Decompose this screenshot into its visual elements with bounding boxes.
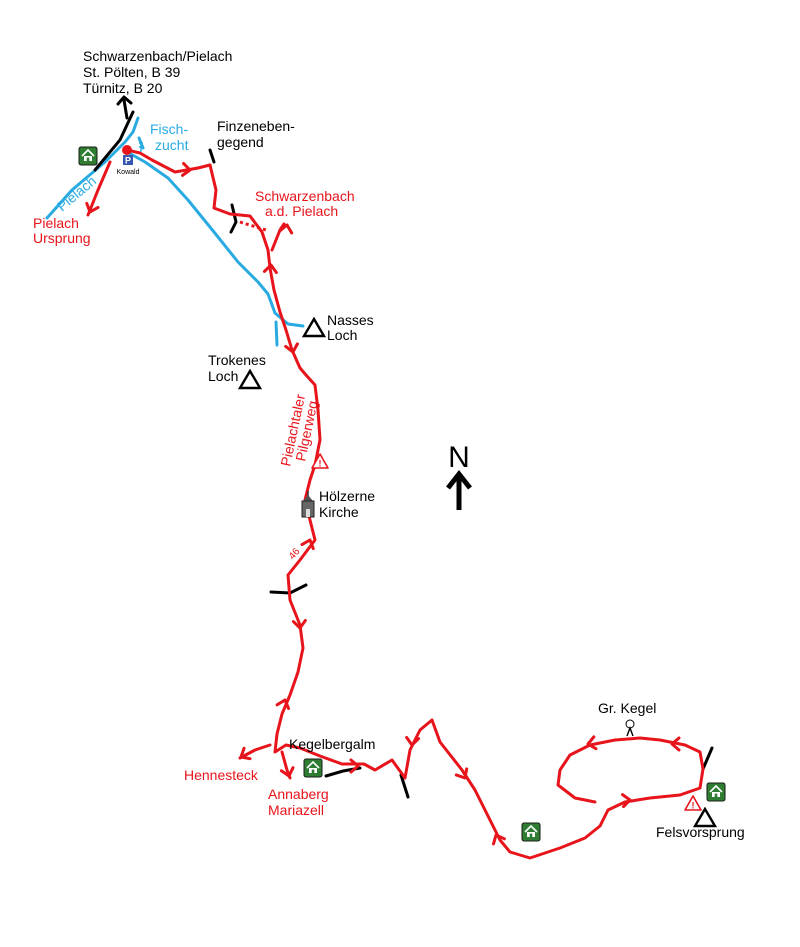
church-icon [301, 491, 315, 518]
start-point-marker [122, 145, 132, 155]
pielach-ursprung-label-2: Ursprung [33, 230, 91, 246]
fischzucht-label-2: zucht [155, 137, 189, 153]
finzeneben-label-2: gegend [217, 134, 264, 150]
river-branch [274, 320, 279, 347]
road-crossing-1 [229, 203, 238, 234]
hut-icon [78, 146, 98, 166]
annaberg-label-1: Annaberg [268, 786, 329, 802]
pielach-tributary [127, 151, 305, 328]
north-arrow-icon [446, 469, 472, 510]
road-east [399, 773, 410, 799]
fish-icon [139, 141, 143, 152]
warning-icon [684, 795, 702, 812]
route-direction-markers [82, 161, 681, 846]
fischzucht-label-1: Fisch- [150, 121, 188, 137]
summit-icon [625, 719, 635, 737]
parking-icon: P [123, 155, 133, 166]
kegelbergalm-label: Kegelbergalm [289, 736, 375, 752]
schwarzenbach-label-2: a.d. Pielach [265, 203, 338, 219]
main-road [93, 110, 135, 172]
kirche-label-1: Hölzerne [319, 488, 375, 504]
route-dashed-link [239, 220, 267, 232]
hiking-route [86, 148, 705, 860]
arrow-marker [349, 758, 360, 774]
destination-label-1: Schwarzenbach/Pielach [83, 48, 232, 64]
trokenes-loch-label-2: Loch [208, 368, 238, 384]
arrow-marker [404, 736, 421, 748]
route-pielach-ursprung [86, 160, 112, 217]
annaberg-label-2: Mariazell [268, 802, 324, 818]
kirche-label-2: Kirche [319, 504, 359, 520]
nasses-loch-label-2: Loch [327, 327, 357, 343]
route-finzeneben-down [208, 163, 272, 270]
hennesteck-label: Hennesteck [184, 767, 259, 783]
schwarzenbach-label-1: Schwarzenbach [255, 188, 355, 204]
north-label: N [448, 441, 470, 474]
felsvorsprung-label: Felsvorsprung [656, 824, 745, 840]
gr-kegel-label: Gr. Kegel [598, 700, 656, 716]
cave-icon [238, 369, 262, 390]
route-hennesteck-branch [238, 743, 272, 760]
road-up-arrow [116, 95, 133, 120]
roads [93, 110, 714, 799]
rivers [45, 116, 305, 347]
destination-label-3: Türnitz, B 20 [83, 80, 163, 96]
route-pilgerweg [273, 366, 705, 860]
hut-icon [303, 758, 323, 778]
route-to-nasses-loch [268, 266, 302, 370]
trokenes-loch-label-1: Trokenes [208, 352, 266, 368]
hut-icon [521, 822, 541, 842]
parking-label: P [125, 156, 131, 166]
route-loop-north [556, 736, 705, 804]
hut-icon [706, 782, 726, 802]
kowald-label: Kowald [117, 169, 140, 176]
destination-label-2: St. Pölten, B 39 [83, 64, 180, 80]
nasses-loch-label-1: Nasses [327, 312, 374, 328]
route-start-to-finzeneben [125, 148, 212, 174]
cave-icon [302, 317, 326, 338]
road-finzeneben [208, 148, 216, 164]
pielach-ursprung-label-1: Pielach [33, 215, 79, 231]
road-felsvorsprung [701, 746, 714, 771]
pielach-river [45, 116, 140, 220]
finzeneben-label-1: Finzeneben- [217, 118, 295, 134]
